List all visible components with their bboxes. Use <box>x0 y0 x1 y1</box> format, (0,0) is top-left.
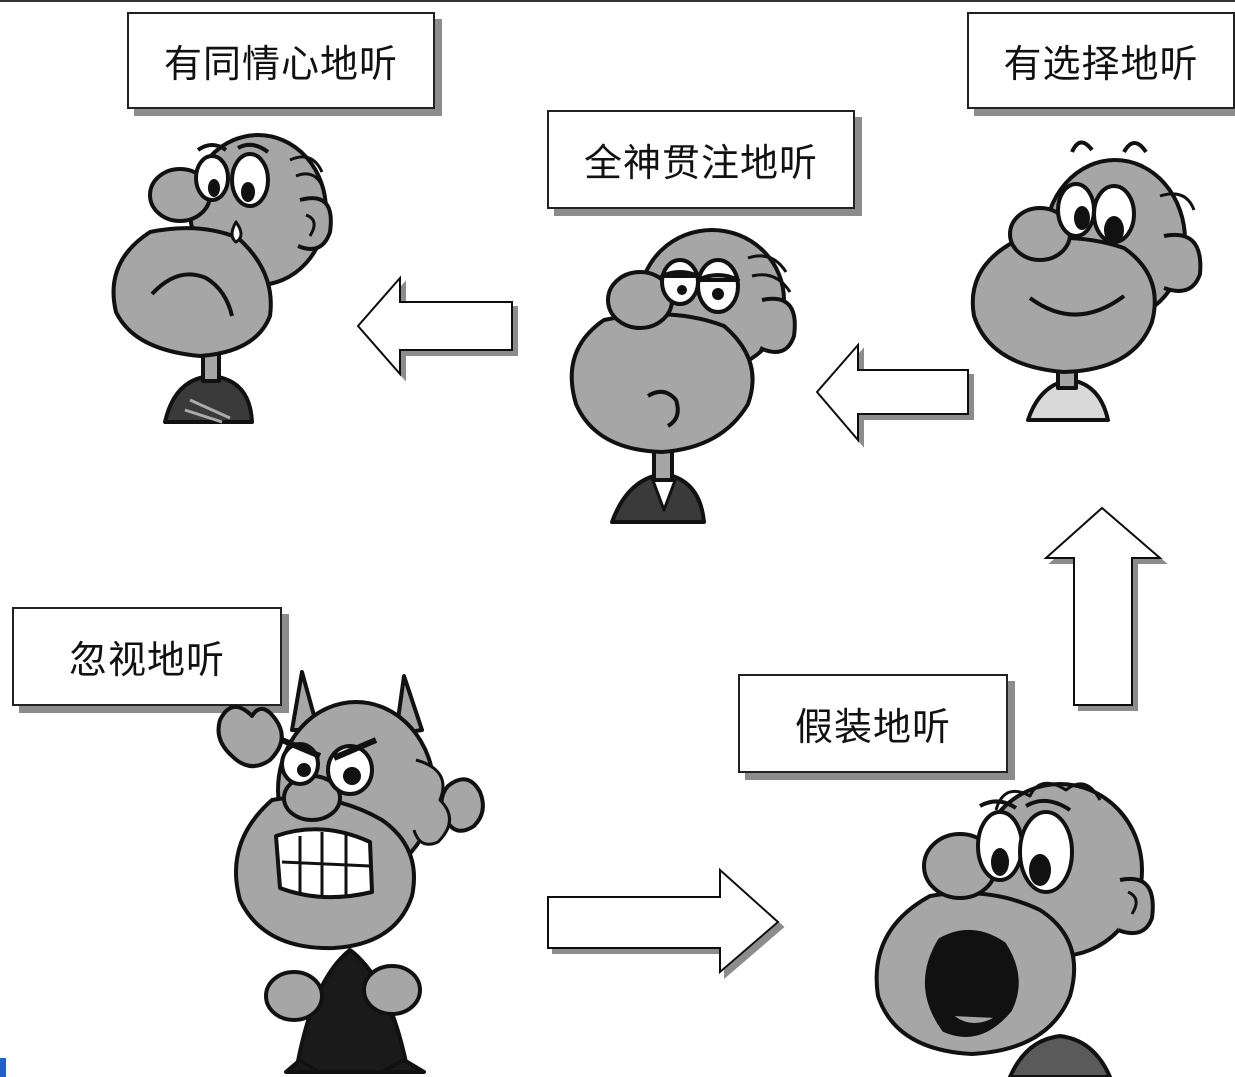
arrow-left-icon <box>356 275 513 377</box>
label-ignoring-listening: 忽视地听 <box>12 607 282 706</box>
smiling-character-icon <box>970 140 1203 422</box>
angry-devil-character-icon <box>216 670 485 1074</box>
sad-character-icon <box>111 133 333 424</box>
label-selective-listening: 有选择地听 <box>967 12 1235 109</box>
arrow-up-icon <box>1043 506 1163 706</box>
attentive-character-icon <box>569 228 797 524</box>
shouting-character-icon <box>874 781 1155 1077</box>
label-empathic-listening: 有同情心地听 <box>127 12 435 109</box>
label-pretend-listening: 假装地听 <box>738 674 1008 773</box>
arrow-left-icon <box>815 342 969 443</box>
arrow-right-icon <box>547 867 780 975</box>
label-attentive-listening: 全神贯注地听 <box>547 110 855 209</box>
top-border-line <box>0 0 1235 2</box>
corner-marker <box>0 1058 6 1077</box>
